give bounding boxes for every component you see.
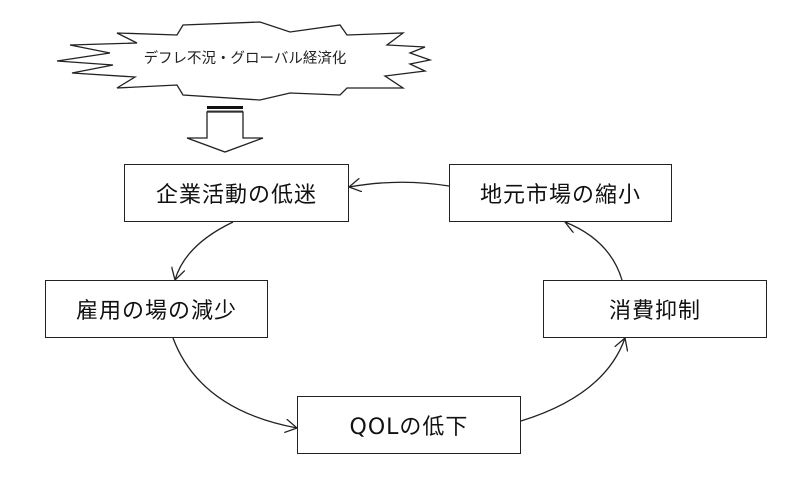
node-consumption-restraint: 消費抑制 <box>543 280 767 338</box>
node-label: 企業活動の低迷 <box>155 183 317 208</box>
node-label: QOLの低下 <box>349 415 469 440</box>
node-employment-decline: 雇用の場の減少 <box>45 280 268 338</box>
arrow-n2-to-n3 <box>172 337 297 428</box>
node-local-market-shrink: 地元市場の縮小 <box>449 164 672 222</box>
node-qol-decline: QOLの低下 <box>297 396 521 454</box>
node-corporate-activity-slump: 企業活動の低迷 <box>124 164 349 222</box>
arrow-n1-to-n2 <box>175 221 234 280</box>
trigger-burst-shape <box>56 21 433 101</box>
node-label: 地元市場の縮小 <box>479 183 641 208</box>
arrow-n5-to-n1 <box>349 182 450 187</box>
block-arrow-down <box>186 106 264 153</box>
arrow-n4-to-n5 <box>565 222 623 281</box>
node-label: 雇用の場の減少 <box>75 299 237 324</box>
trigger-label: デフレ不況・グローバル経済化 <box>143 51 347 67</box>
arrow-n3-to-n4 <box>520 338 625 422</box>
node-label: 消費抑制 <box>608 299 701 324</box>
